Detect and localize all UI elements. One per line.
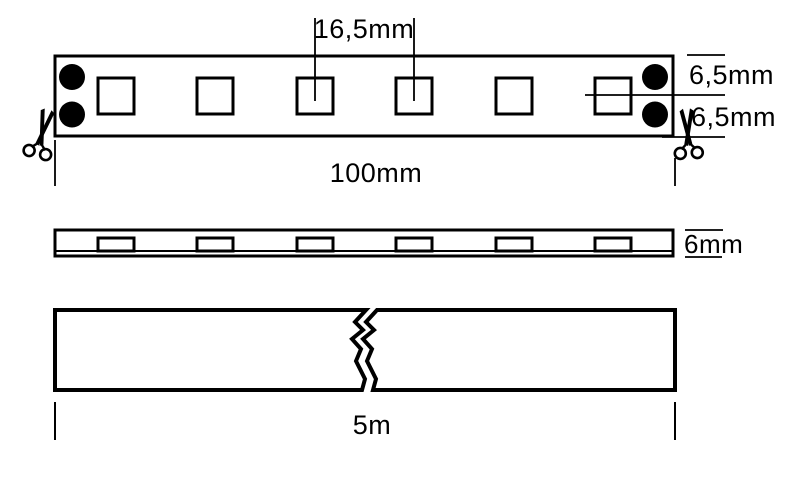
solder-pad — [642, 64, 668, 90]
upper-half-width-label: 6,5mm — [689, 60, 775, 90]
led-profile — [295, 236, 335, 253]
strip-top-view — [53, 54, 675, 138]
strip-height-label: 6mm — [684, 229, 744, 259]
led-profile — [593, 236, 633, 253]
strip-reel-view — [53, 308, 677, 392]
side-outline — [53, 228, 675, 258]
length-extension-lines — [54, 140, 676, 186]
height-dimension-lines — [685, 229, 723, 258]
pitch-dimension-lines — [314, 18, 415, 101]
reel-left-segment — [53, 308, 371, 392]
scissors-right-icon — [673, 108, 705, 161]
width-dimension-lines — [585, 54, 725, 138]
solder-pad — [59, 101, 85, 128]
segment-length-label: 100mm — [329, 158, 423, 188]
lower-half-width-label: 6,5mm — [691, 102, 777, 132]
reel-right-segment — [360, 308, 677, 392]
led-square — [96, 76, 136, 116]
led-square — [494, 76, 534, 116]
led-profile — [394, 236, 434, 253]
solder-pad — [59, 64, 85, 90]
led-square — [593, 76, 633, 116]
led-profile — [96, 236, 136, 253]
strip-side-view — [53, 228, 675, 258]
led-square — [195, 76, 235, 116]
pitch-dimension-label: 16,5mm — [313, 14, 415, 44]
led-profile — [195, 236, 235, 253]
solder-pad — [642, 101, 668, 128]
total-length-dimension-lines — [54, 402, 676, 440]
scissors-left-icon — [22, 108, 55, 162]
total-length-label: 5m — [352, 410, 392, 440]
strip-outline — [53, 54, 675, 138]
led-profile — [494, 236, 534, 253]
